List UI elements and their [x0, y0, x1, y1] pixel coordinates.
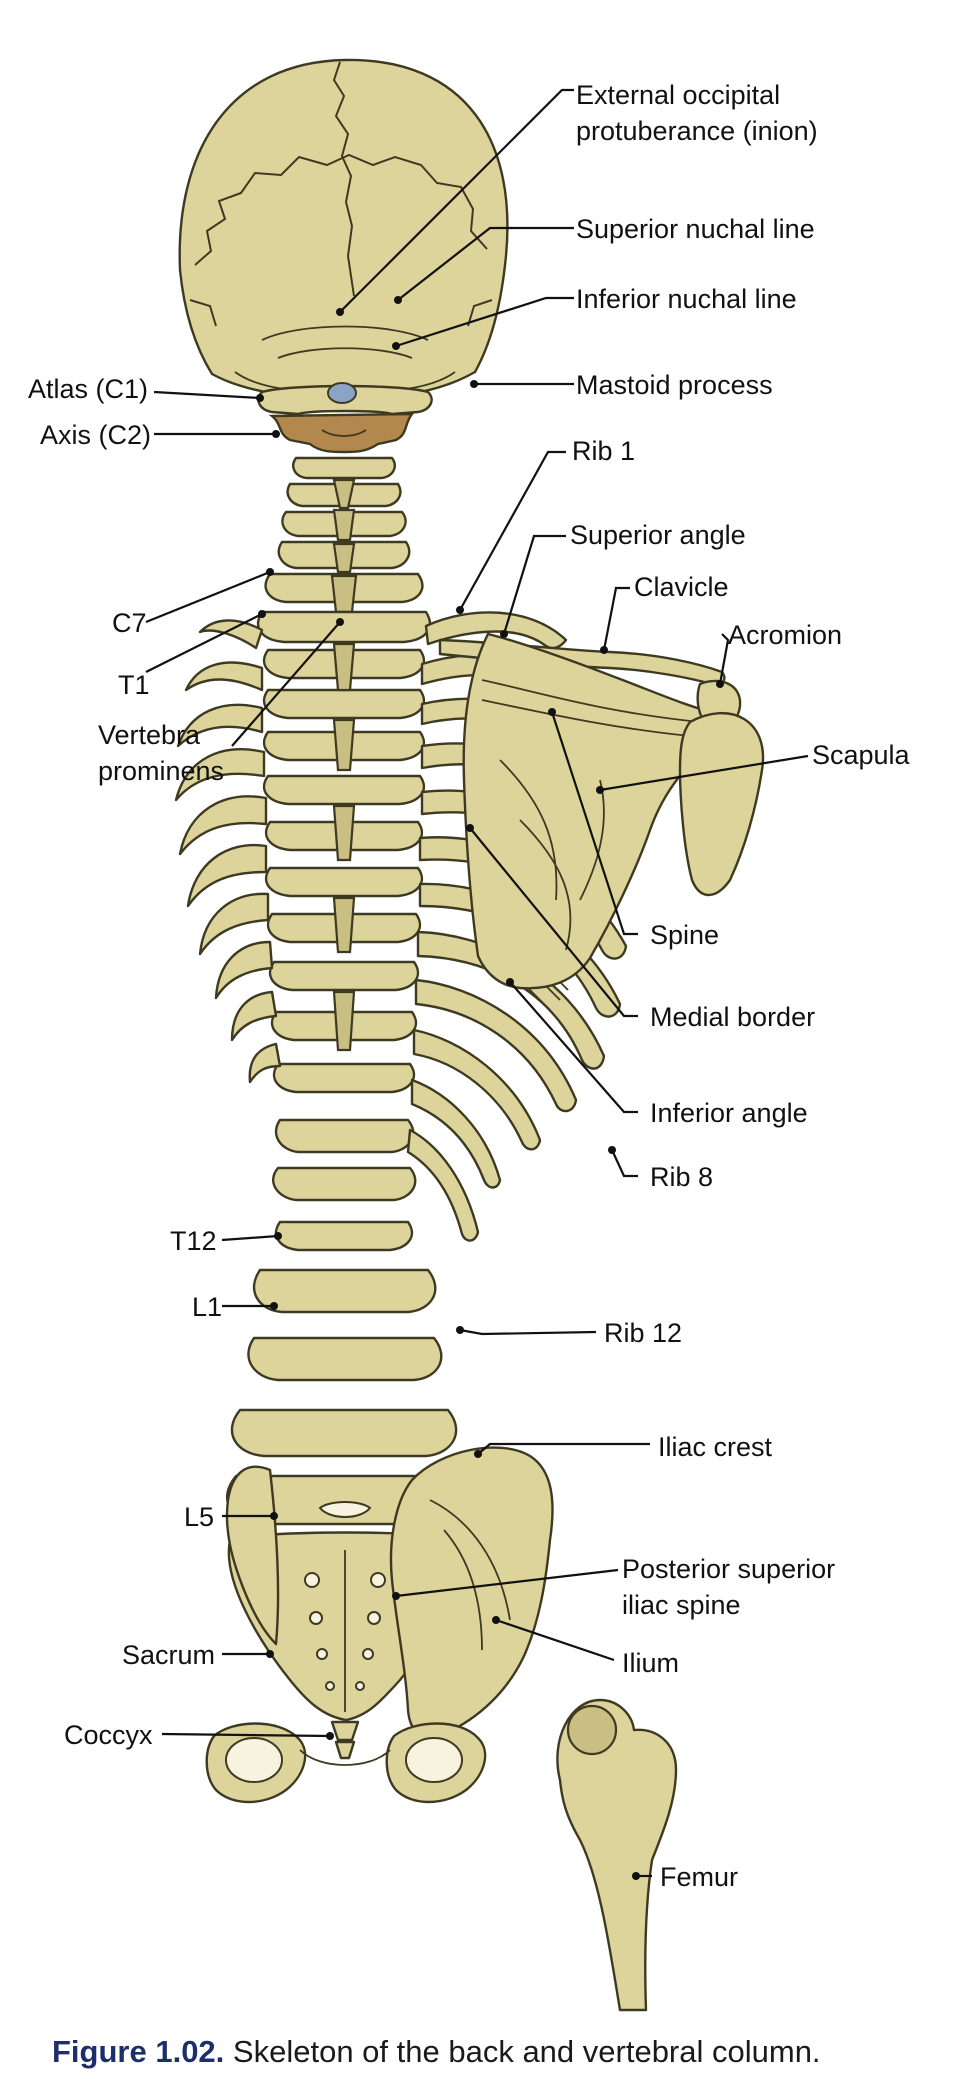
label-psis-line1: Posterior superior [622, 1554, 835, 1584]
label-coccyx: Coccyx [64, 1720, 153, 1750]
label-t12: T12 [170, 1226, 217, 1256]
label-l5: L5 [184, 1502, 214, 1532]
leader-vertebra-prominens [231, 621, 341, 747]
leader-rib-12 [459, 1328, 597, 1336]
label-axis: Axis (C2) [40, 420, 151, 450]
coccyx [330, 1720, 360, 1760]
left-ribs [174, 619, 282, 1084]
leader-atlas [153, 390, 261, 400]
label-vertebra-prominens-line1: Vertebra [98, 720, 201, 750]
leader-rib-1 [459, 450, 566, 611]
leader-t1 [145, 613, 263, 673]
label-psis-line2: iliac spine [622, 1590, 741, 1620]
leader-inion [339, 88, 574, 313]
label-vertebra-prominens-line2: prominens [98, 756, 224, 786]
label-atlas: Atlas (C1) [28, 374, 148, 404]
label-c7: C7 [112, 608, 147, 638]
label-t1: T1 [118, 670, 150, 700]
labels: External occipital protuberance (inion) … [28, 80, 911, 1892]
label-mastoid-process: Mastoid process [576, 370, 773, 400]
label-acromion: Acromion [728, 620, 842, 650]
label-external-occipital-line1: External occipital [576, 80, 780, 110]
label-scapula: Scapula [812, 740, 911, 770]
leader-inferior-angle [509, 981, 638, 1114]
label-clavicle: Clavicle [634, 572, 729, 602]
label-ilium: Ilium [622, 1648, 679, 1678]
label-inferior-angle: Inferior angle [650, 1098, 808, 1128]
leader-psis [395, 1568, 619, 1598]
label-inferior-nuchal-line: Inferior nuchal line [576, 284, 797, 314]
label-sacrum: Sacrum [122, 1640, 215, 1670]
label-l1: L1 [192, 1292, 222, 1322]
leader-superior-nuchal [397, 226, 574, 301]
leader-medial-border [469, 827, 638, 1018]
atlas-vertebra [257, 382, 433, 416]
leader-t12 [221, 1234, 279, 1242]
leader-iliac-crest [477, 1442, 650, 1455]
cervical-vertebrae [264, 456, 424, 614]
leader-scapula [599, 754, 809, 792]
leader-spine [550, 711, 638, 936]
label-rib-8: Rib 8 [650, 1162, 713, 1192]
label-rib-1: Rib 1 [572, 436, 635, 466]
figure-caption-text: Skeleton of the back and vertebral colum… [232, 2034, 821, 2069]
label-superior-angle: Superior angle [570, 520, 746, 550]
label-external-occipital-line2: protuberance (inion) [576, 116, 818, 146]
leader-clavicle [602, 586, 630, 651]
label-rib-12: Rib 12 [604, 1318, 682, 1348]
thoracic-vertebrae [256, 610, 432, 1252]
leader-inferior-nuchal [395, 296, 574, 348]
leader-coccyx [161, 1732, 331, 1738]
leader-rib-8 [611, 1149, 638, 1178]
skull [178, 58, 509, 400]
label-femur: Femur [660, 1862, 738, 1892]
label-iliac-crest: Iliac crest [658, 1432, 773, 1462]
skeleton-illustration [174, 58, 765, 2012]
leader-lines [145, 88, 809, 1880]
label-medial-border: Medial border [650, 1002, 815, 1032]
femur [556, 1698, 678, 2012]
leader-superior-angle [502, 534, 566, 635]
figure-number: Figure 1.02. [52, 2034, 225, 2069]
pelvis [205, 1446, 554, 1804]
leader-ilium [495, 1618, 615, 1662]
axis-vertebra [268, 412, 415, 454]
figure-caption: Figure 1.02. Skeleton of the back and ve… [52, 2034, 821, 2070]
label-spine: Spine [650, 920, 719, 950]
lumbar-vertebrae [225, 1118, 463, 1526]
leader-c7 [145, 570, 271, 624]
leader-acromion [718, 633, 730, 685]
label-superior-nuchal-line: Superior nuchal line [576, 214, 815, 244]
humerus [678, 711, 765, 897]
ilium [389, 1446, 554, 1739]
